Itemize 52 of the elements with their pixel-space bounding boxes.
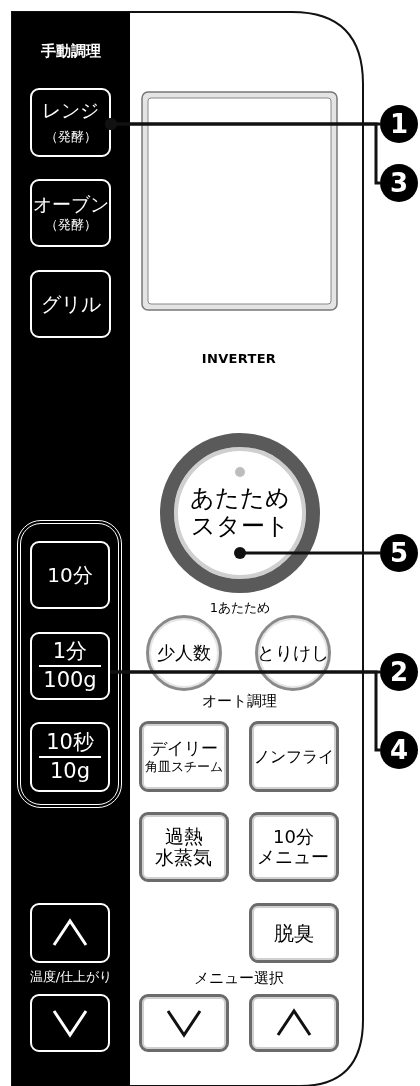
button-label: デイリー (150, 740, 218, 757)
callout-number (380, 534, 418, 572)
button-label: 1分 (52, 641, 88, 665)
button-label: 脱臭 (274, 923, 314, 943)
control-button (30, 88, 111, 157)
callout-number (380, 653, 418, 691)
section-heading: 手動調理 (40, 44, 102, 59)
panel-inscription: INVERTER (200, 352, 278, 365)
control-button (249, 721, 339, 792)
button-label: ノンフライ (254, 748, 334, 765)
section-heading: オート調理 (200, 694, 278, 709)
button-label: 少人数 (157, 644, 211, 662)
control-button (30, 632, 110, 700)
button-label: 10分 (47, 565, 93, 585)
control-button (139, 721, 229, 792)
control-button (249, 812, 339, 882)
button-label: （発酵） (44, 218, 97, 231)
button-label: オーブン (32, 195, 109, 214)
button-label: 角皿スチーム (145, 760, 223, 773)
callout-number (380, 731, 418, 769)
callout-digit: 5 (389, 540, 409, 566)
control-button (139, 812, 229, 882)
button-caption: 温度/仕上がり (28, 970, 114, 983)
button-label: あたためスタート (190, 485, 290, 541)
button-label: 10g (49, 758, 91, 782)
button-label: （発酵） (44, 129, 97, 143)
callout-digit: 2 (389, 659, 409, 685)
control-button (30, 270, 111, 338)
button-label: レンジ (42, 100, 99, 120)
button-caption: 1あたため (208, 601, 272, 614)
button-label: グリル (40, 294, 101, 314)
button-label: 100g (43, 667, 97, 691)
button-label: 過熱水蒸気 (155, 826, 213, 868)
callout-digit: 3 (389, 170, 409, 196)
control-button (30, 541, 110, 609)
callout-digit: 1 (389, 111, 409, 137)
button-label: 10分メニュー (257, 827, 330, 867)
arrow-button (30, 903, 110, 963)
button-group-frame (17, 520, 122, 808)
control-button (249, 903, 339, 963)
callout-digit: 4 (389, 737, 409, 763)
arrow-button (249, 994, 339, 1052)
callout-number (380, 105, 418, 143)
button-label: 10秒 (46, 732, 94, 756)
button-label: とりけし (257, 644, 329, 662)
arrow-button (30, 994, 110, 1052)
arrow-button (139, 994, 229, 1052)
control-button (30, 722, 110, 792)
button-caption: メニュー選択 (193, 971, 285, 986)
control-button (30, 179, 111, 247)
callout-number (380, 164, 418, 202)
leader-line (234, 547, 380, 559)
